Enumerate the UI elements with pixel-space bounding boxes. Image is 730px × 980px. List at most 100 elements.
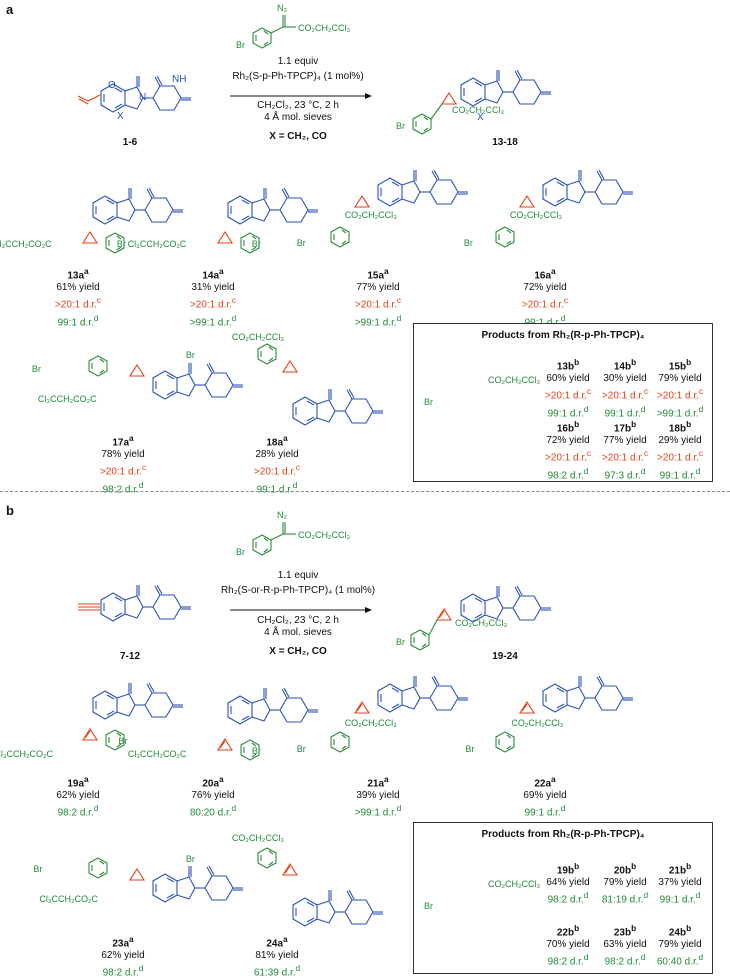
b-reagent-structure (252, 522, 296, 556)
box-entry-13b: 13bb 60% yield >20:1 d.r.c 99:1 d.r.d (544, 357, 592, 419)
a-box-br: Br (424, 397, 433, 407)
a-reagent-br: Br (236, 40, 245, 50)
compound-dr-d: 99:1 d.r. (256, 483, 293, 495)
compound-ester: CO₂CH₂CCl₃ (231, 833, 284, 843)
compound-id: 18a (266, 437, 284, 449)
compound-ester: Cl₃CCH₂CO₂C (0, 749, 53, 759)
compound-dr-d: 98:2 d.r. (57, 807, 94, 819)
compound-dr-d: 61:39 d.r. (253, 967, 296, 979)
box-entry-22b: 22bb 70% yield 98:2 d.r.d (546, 923, 590, 968)
b-cond-3: CH₂Cl₂, 23 °C, 2 h (257, 615, 339, 626)
box-entry-20b: 20bb 79% yield 81:19 d.r.d (601, 861, 649, 906)
compound-br: Br (33, 864, 43, 874)
compound-dr-c: >20:1 d.r. (54, 299, 97, 311)
b-cond-2: Rh₂(S-or-R-p-Ph-TPCP)₄ (1 mol%) (220, 585, 376, 596)
a-r-catalyst-box (413, 323, 713, 482)
panel-b-label: b (6, 503, 14, 518)
compound-yield: 69% yield (523, 790, 567, 802)
a-sm-x: X (117, 111, 124, 122)
compound-ester: CO₂CH₂CCl₃ (511, 718, 564, 728)
compound-16a: CO₂CH₂CCl₃ Br 16aa 72% yield >20:1 d.r.c… (464, 210, 568, 329)
b-box-ester: CO₂CH₂CCl₃ (488, 879, 541, 889)
compound-ester: Cl₃CCH₂CO₂C (127, 239, 187, 249)
box-entry-19b: 19bb 64% yield 98:2 d.r.d (546, 861, 590, 906)
compound-ester: CO₂CH₂CCl₃ (344, 718, 397, 728)
compound-id: 19a (67, 778, 85, 790)
compound-br: Br (31, 364, 41, 374)
compound-yield: 78% yield (101, 449, 145, 461)
compound-id: 15a (367, 270, 385, 282)
compound-14a: Cl₃CCH₂CO₂C Br 14aa 31% yield >20:1 d.r.… (127, 239, 261, 328)
box-entry-23b: 23bb 63% yield 98:2 d.r.d (603, 923, 647, 968)
compound-ester: Cl₃CCH₂CO₂C (0, 239, 52, 249)
compound-dr-c: >20:1 d.r. (99, 466, 142, 478)
box-entry-16b: 16bb 72% yield >20:1 d.r.c 98:2 d.r.d (544, 419, 592, 481)
b-product-label: 19-24 (492, 651, 518, 662)
compound-yield: 61% yield (56, 282, 100, 294)
a-sm-o: O (108, 80, 116, 91)
b-start-structure (78, 584, 192, 622)
compound-yield: 62% yield (56, 790, 100, 802)
a-product-structure (412, 69, 552, 135)
a-start-label: 1-6 (122, 137, 138, 148)
b-product-structure (410, 585, 552, 651)
compound-18a: CO₂CH₂CCl₃ Br 18aa 28% yield >20:1 d.r.c… (185, 332, 301, 495)
compound-yield: 28% yield (255, 449, 299, 461)
compound-22a: CO₂CH₂CCl₃ Br 22aa 69% yield 99:1 d.r.d (465, 718, 567, 819)
b-product-br: Br (396, 637, 405, 647)
compound-dr-c: >20:1 d.r. (189, 299, 232, 311)
compound-19a: Cl₃CCH₂CO₂C Br 19aa 62% yield 98:2 d.r.d (0, 736, 127, 820)
b-box-br: Br (424, 901, 433, 911)
box-entry-14b: 14bb 30% yield >20:1 d.r.c 99:1 d.r.d (601, 357, 649, 419)
a-box-ester: CO₂CH₂CCl₃ (488, 375, 541, 385)
compound-br: Br (251, 746, 261, 756)
compound-br: Br (296, 744, 306, 754)
a-cond-1: 1.1 equiv (277, 56, 319, 67)
b-cond-5: X = CH₂, CO (269, 646, 327, 657)
compound-dr-d: >99:1 d.r. (354, 316, 397, 328)
compound-id: 21a (367, 778, 385, 790)
compound-13a: Cl₃CCH₂CO₂C Br 13aa 61% yield >20:1 d.r.… (0, 239, 126, 329)
compound-15a: CO₂CH₂CCl₃ Br 15aa 77% yield >20:1 d.r.c… (296, 210, 402, 328)
box-entry-21b: 21bb 37% yield 99:1 d.r.d (658, 861, 702, 906)
compound-ester: CO₂CH₂CCl₃ (344, 210, 397, 220)
a-reagent-ester: CO₂CH₂CCl₃ (298, 23, 351, 33)
b-product-ester: CO₂CH₂CCl₃ (455, 618, 508, 628)
panel-a-label: a (6, 2, 14, 17)
compound-br: Br (118, 736, 128, 746)
compound-id: 24a (266, 938, 284, 950)
a-product-br: Br (396, 121, 405, 131)
compound-dr-d: 99:1 d.r. (524, 807, 561, 819)
a-product-ester: CO₂CH₂CCl₃ (452, 105, 505, 115)
a-cond-4: 4 Å mol. sieves (264, 112, 332, 123)
box-entry-24b: 24bb 79% yield 60:40 d.r.d (656, 923, 704, 968)
compound-br: Br (116, 239, 126, 249)
compound-ester: CO₂CH₂CCl₃ (509, 210, 563, 220)
compound-br: Br (185, 854, 195, 864)
compound-br: Br (296, 238, 306, 248)
compound-ester: Cl₃CCH₂CO₂C (127, 749, 187, 759)
compound-id: 23a (112, 938, 130, 950)
compound-dr-c: >20:1 d.r. (521, 299, 564, 311)
compound-yield: 81% yield (255, 950, 299, 962)
compound-id: 13a (67, 270, 85, 282)
a-cond-3: CH₂Cl₂, 23 °C, 2 h (257, 100, 339, 111)
a-reagent-n2: N₂ (277, 3, 287, 13)
compound-br: Br (465, 744, 475, 754)
a-product-x: X (477, 112, 484, 123)
compound-id: 16a (534, 270, 552, 282)
a-box-title: Products from Rh₂(R-p-Ph-TPCP)₄ (481, 330, 645, 341)
panel-divider (0, 491, 730, 492)
compound-br: Br (463, 238, 473, 248)
compound-br: Br (251, 239, 261, 249)
a-product-label: 13-18 (492, 137, 518, 148)
b-reagent-br: Br (236, 547, 245, 557)
compound-ester: CO₂CH₂CCl₃ (231, 332, 285, 342)
compound-yield: 72% yield (523, 282, 567, 294)
compound-21a: CO₂CH₂CCl₃ Br 21aa 39% yield >99:1 d.r.d (296, 718, 402, 819)
compound-20a: Cl₃CCH₂CO₂C Br 20aa 76% yield 80:20 d.r.… (127, 746, 261, 819)
compound-dr-d: >99:1 d.r. (189, 316, 232, 328)
compound-ester: Cl₃CCH₂CO₂C (37, 394, 97, 404)
compound-id: 20a (202, 778, 220, 790)
a-reagent-structure (252, 15, 296, 49)
